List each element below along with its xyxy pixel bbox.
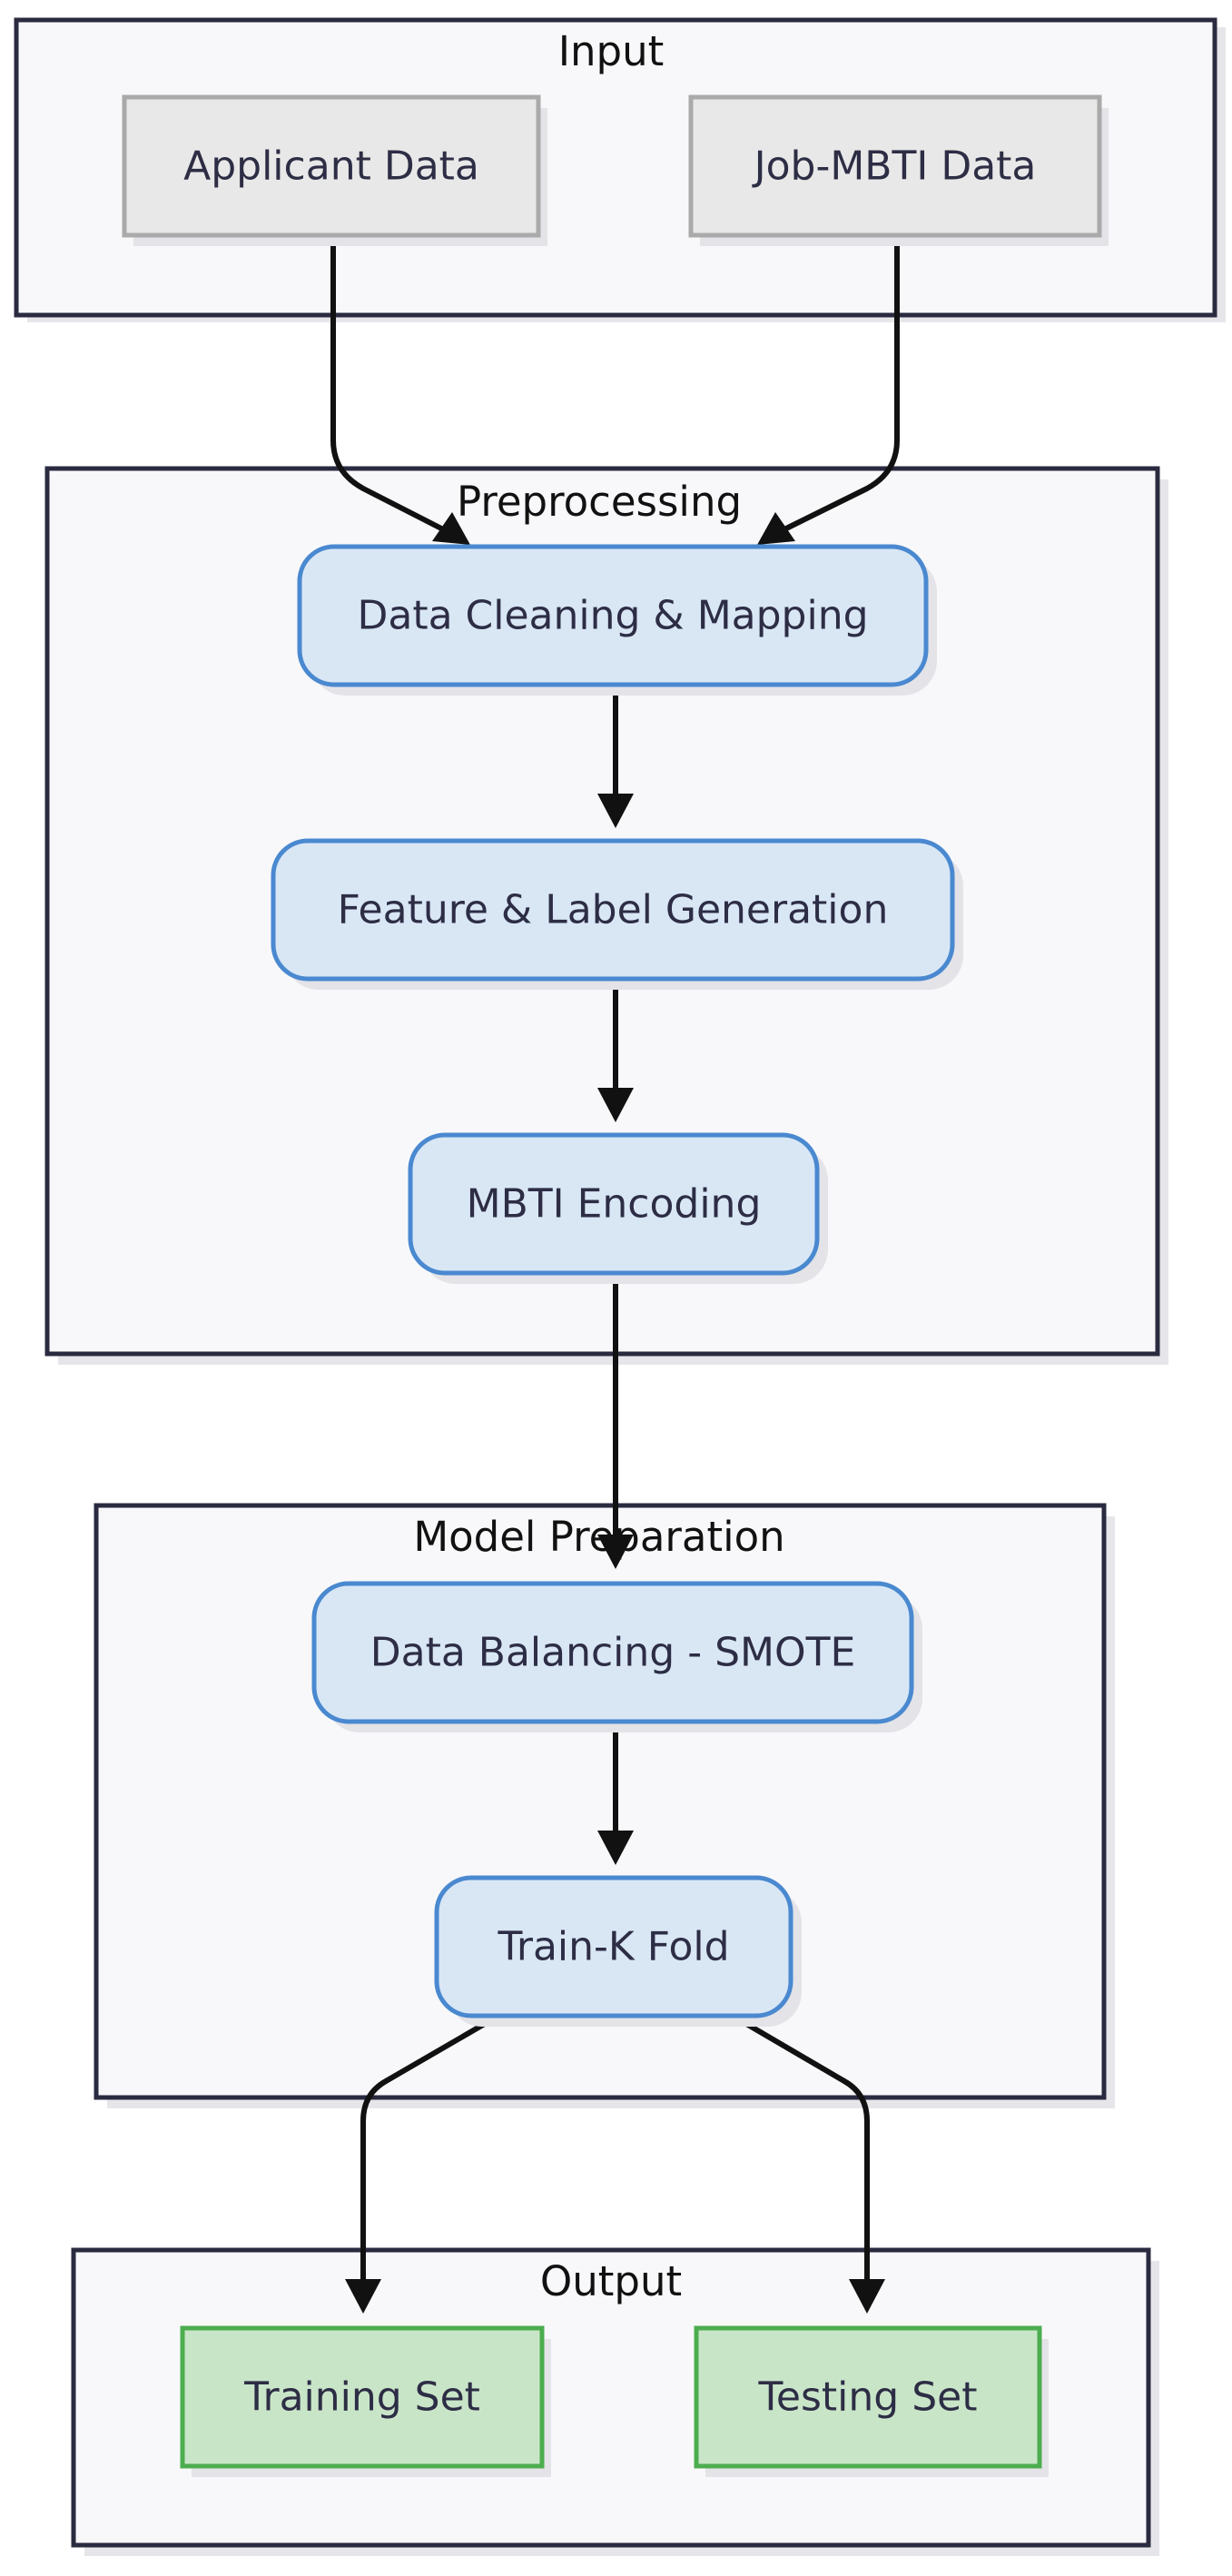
- node-applicant-data-box: [122, 94, 541, 238]
- node-data-balancing-box: [311, 1581, 914, 1724]
- node-training-set: Training Set: [180, 2325, 551, 2477]
- node-testing-set-box: [694, 2325, 1042, 2469]
- node-training-set-label: Training Set: [243, 2374, 480, 2421]
- edge-trainkfold-to-training: [360, 2016, 496, 2291]
- arrowhead-encoding-to-balancing: [597, 1535, 634, 1569]
- node-feature-label-label: Feature & Label Generation: [338, 887, 889, 933]
- arrowhead-cleaning-to-feature: [597, 794, 634, 828]
- group-output-title: Output: [540, 2257, 682, 2305]
- edge-jobmbti-to-cleaning: [781, 239, 900, 533]
- node-job-mbti-data: Job-MBTI Data: [688, 94, 1109, 246]
- node-applicant-data: Applicant Data: [122, 94, 547, 246]
- node-training-set-box: [180, 2325, 545, 2469]
- node-mbti-encoding: MBTI Encoding: [408, 1132, 828, 1284]
- node-applicant-data-label: Applicant Data: [183, 143, 479, 190]
- node-testing-set-label: Testing Set: [758, 2374, 978, 2421]
- arrowhead-jobmbti-to-cleaning: [757, 512, 795, 545]
- node-train-k-fold-label: Train-K Fold: [497, 1924, 729, 1970]
- node-feature-label: Feature & Label Generation: [271, 838, 963, 990]
- edge-trainkfold-to-testing: [735, 2016, 870, 2291]
- node-data-cleaning-label: Data Cleaning & Mapping: [357, 593, 868, 639]
- node-data-cleaning: Data Cleaning & Mapping: [297, 544, 937, 696]
- node-data-balancing-label: Data Balancing - SMOTE: [370, 1630, 856, 1676]
- node-train-k-fold: Train-K Fold: [434, 1875, 802, 2027]
- node-job-mbti-data-box: [688, 94, 1102, 238]
- node-train-k-fold-box: [434, 1875, 793, 2018]
- arrowhead-trainkfold-to-testing: [849, 2279, 885, 2314]
- node-mbti-encoding-label: MBTI Encoding: [467, 1181, 762, 1228]
- edges: [330, 239, 900, 2291]
- node-mbti-encoding-box: [408, 1132, 820, 1276]
- group-preprocessing-title: Preprocessing: [457, 478, 742, 526]
- node-job-mbti-data-label: Job-MBTI Data: [752, 143, 1037, 190]
- arrowhead-balancing-to-trainkfold: [597, 1831, 634, 1865]
- node-feature-label-box: [271, 838, 955, 982]
- edge-applicant-to-cleaning: [330, 239, 447, 533]
- node-testing-set: Testing Set: [694, 2325, 1049, 2477]
- node-data-balancing: Data Balancing - SMOTE: [311, 1581, 922, 1732]
- arrowhead-feature-to-encoding: [597, 1088, 634, 1122]
- node-data-cleaning-box: [297, 544, 929, 687]
- arrowheads: [345, 512, 885, 2314]
- group-input-title: Input: [558, 27, 665, 75]
- arrowhead-applicant-to-cleaning: [432, 512, 470, 545]
- arrowhead-trainkfold-to-training: [345, 2279, 381, 2314]
